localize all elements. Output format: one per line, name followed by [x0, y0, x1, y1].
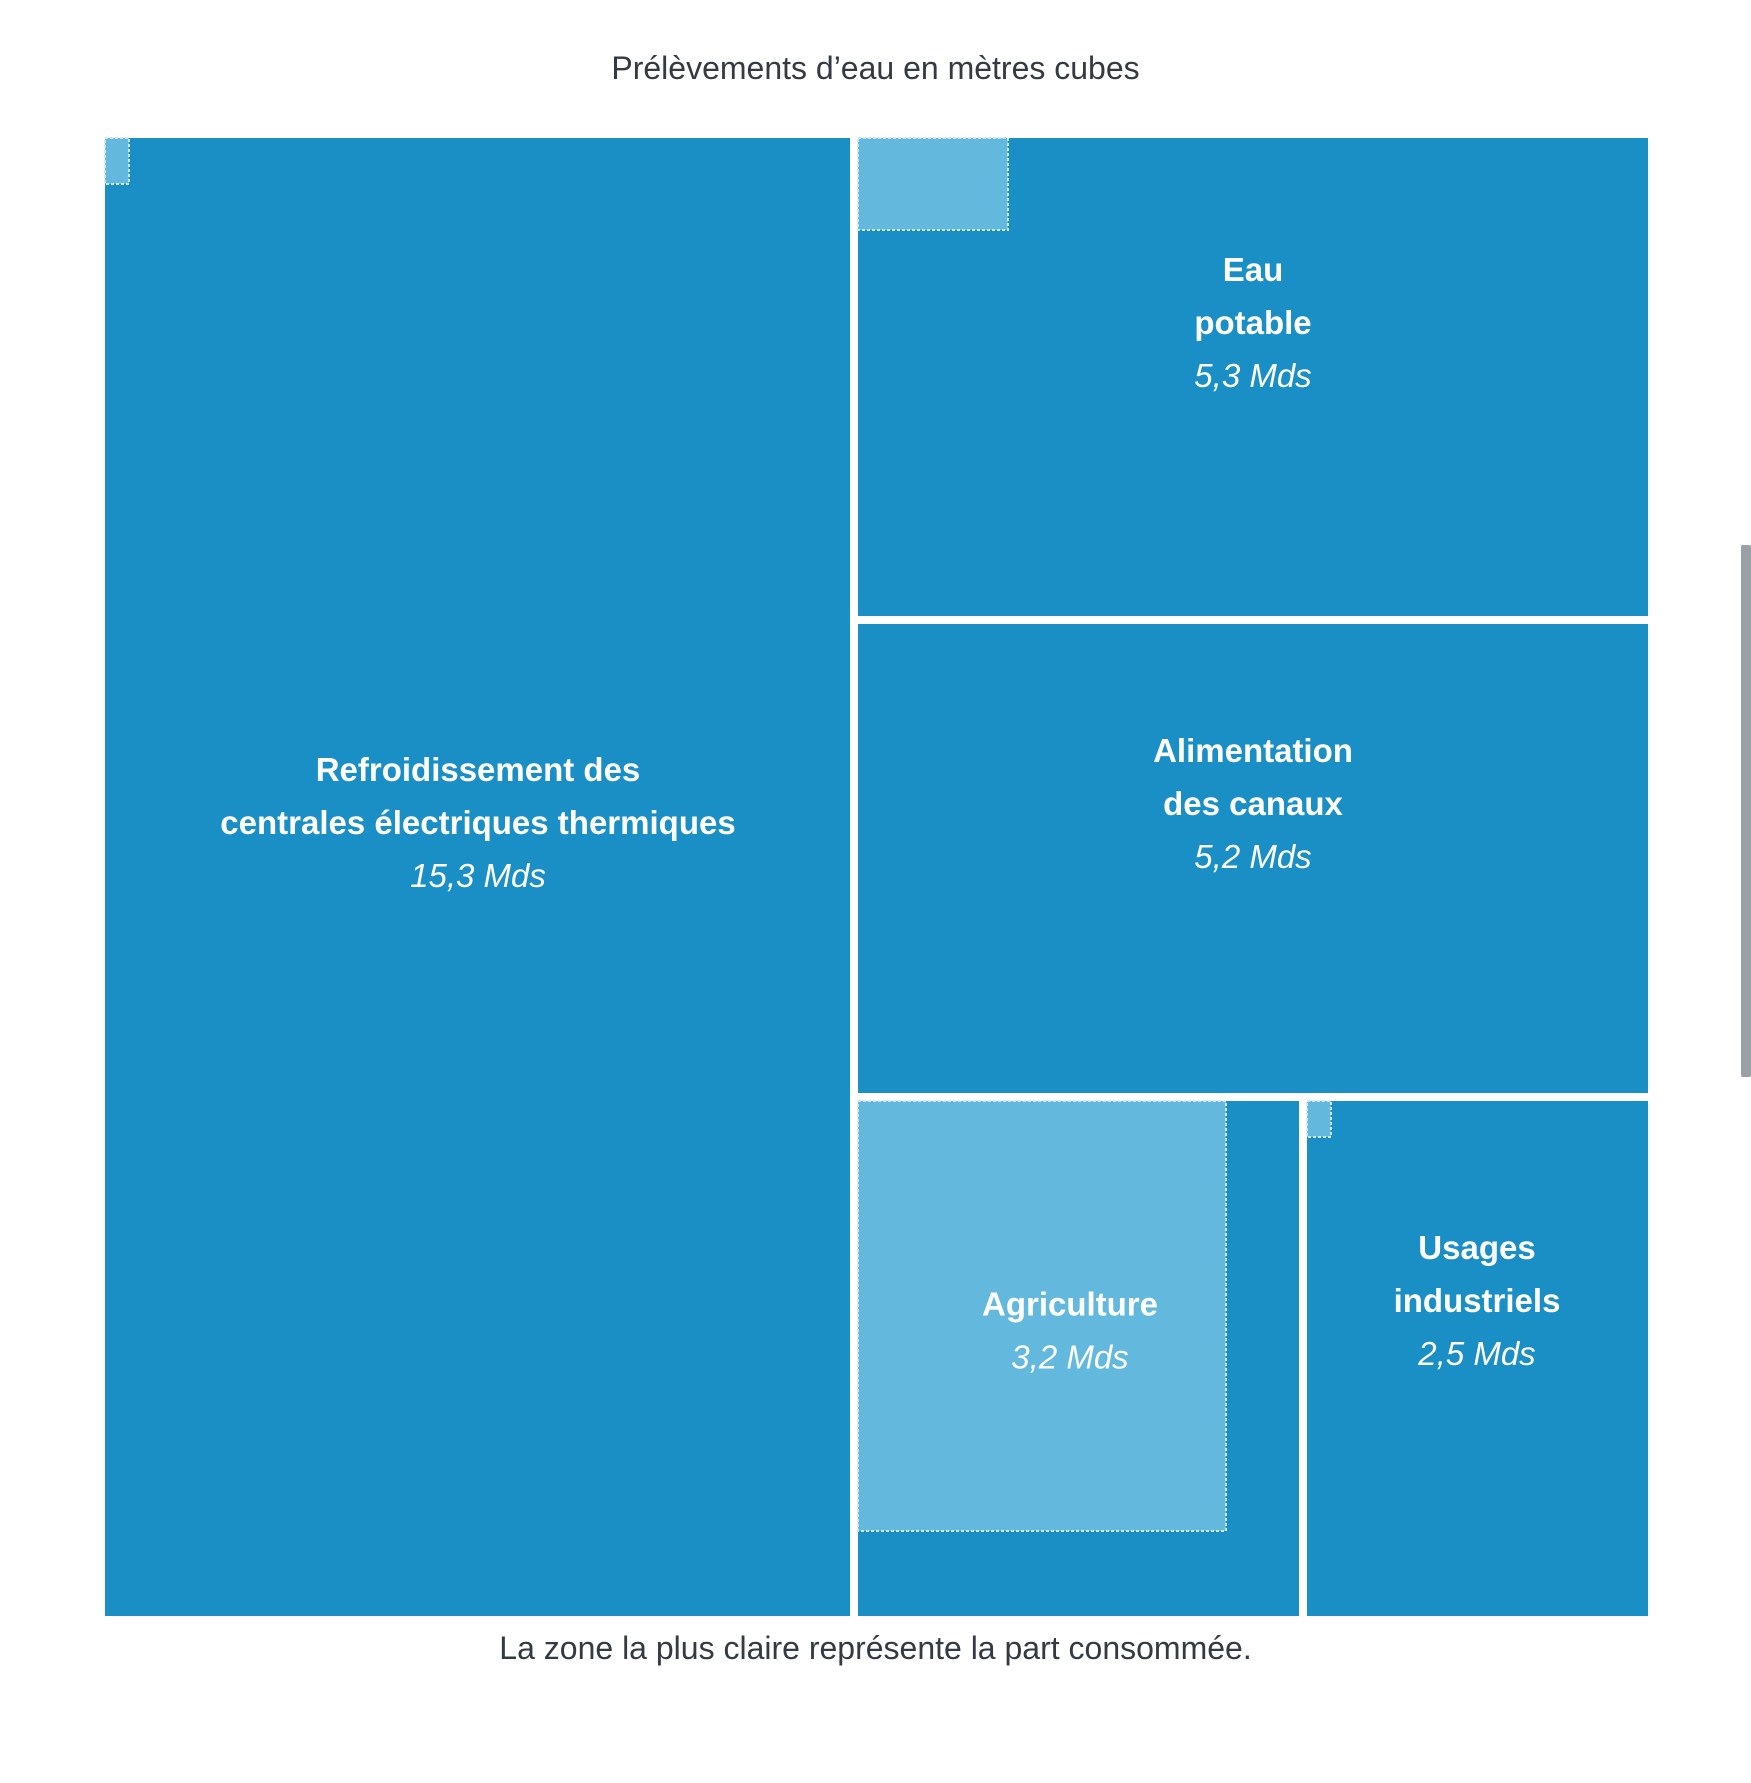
tile-label-4: industriels	[1394, 1282, 1561, 1319]
tile-label-2: Alimentation	[1153, 732, 1353, 769]
scrollbar-thumb[interactable]	[1741, 545, 1751, 1077]
tile-label-0: Refroidissement des	[316, 751, 641, 788]
tile-label-0: centrales électriques thermiques	[220, 804, 735, 841]
chart-footnote: La zone la plus claire représente la par…	[499, 1630, 1252, 1666]
tile-value-0: 15,3 Mds	[410, 857, 546, 894]
tile-value-4: 2,5 Mds	[1417, 1335, 1535, 1372]
tile-label-1: Eau	[1223, 251, 1284, 288]
tile-label-4: Usages	[1418, 1229, 1535, 1266]
consumed-share-1	[857, 137, 1009, 231]
treemap-tile-0	[105, 138, 850, 1616]
consumed-share-0	[104, 137, 130, 185]
tile-label-3: Agriculture	[982, 1286, 1158, 1323]
treemap-tile-2	[858, 624, 1648, 1093]
consumed-share-4	[1306, 1100, 1332, 1138]
consumed-share-3	[857, 1100, 1227, 1532]
tile-value-1: 5,3 Mds	[1194, 357, 1311, 394]
tile-value-2: 5,2 Mds	[1194, 838, 1311, 875]
tile-label-2: des canaux	[1163, 785, 1343, 822]
tile-value-3: 3,2 Mds	[1011, 1339, 1128, 1376]
treemap-tile-4	[1307, 1101, 1648, 1616]
chart-title: Prélèvements d’eau en mètres cubes	[611, 50, 1140, 86]
tile-label-1: potable	[1194, 304, 1311, 341]
